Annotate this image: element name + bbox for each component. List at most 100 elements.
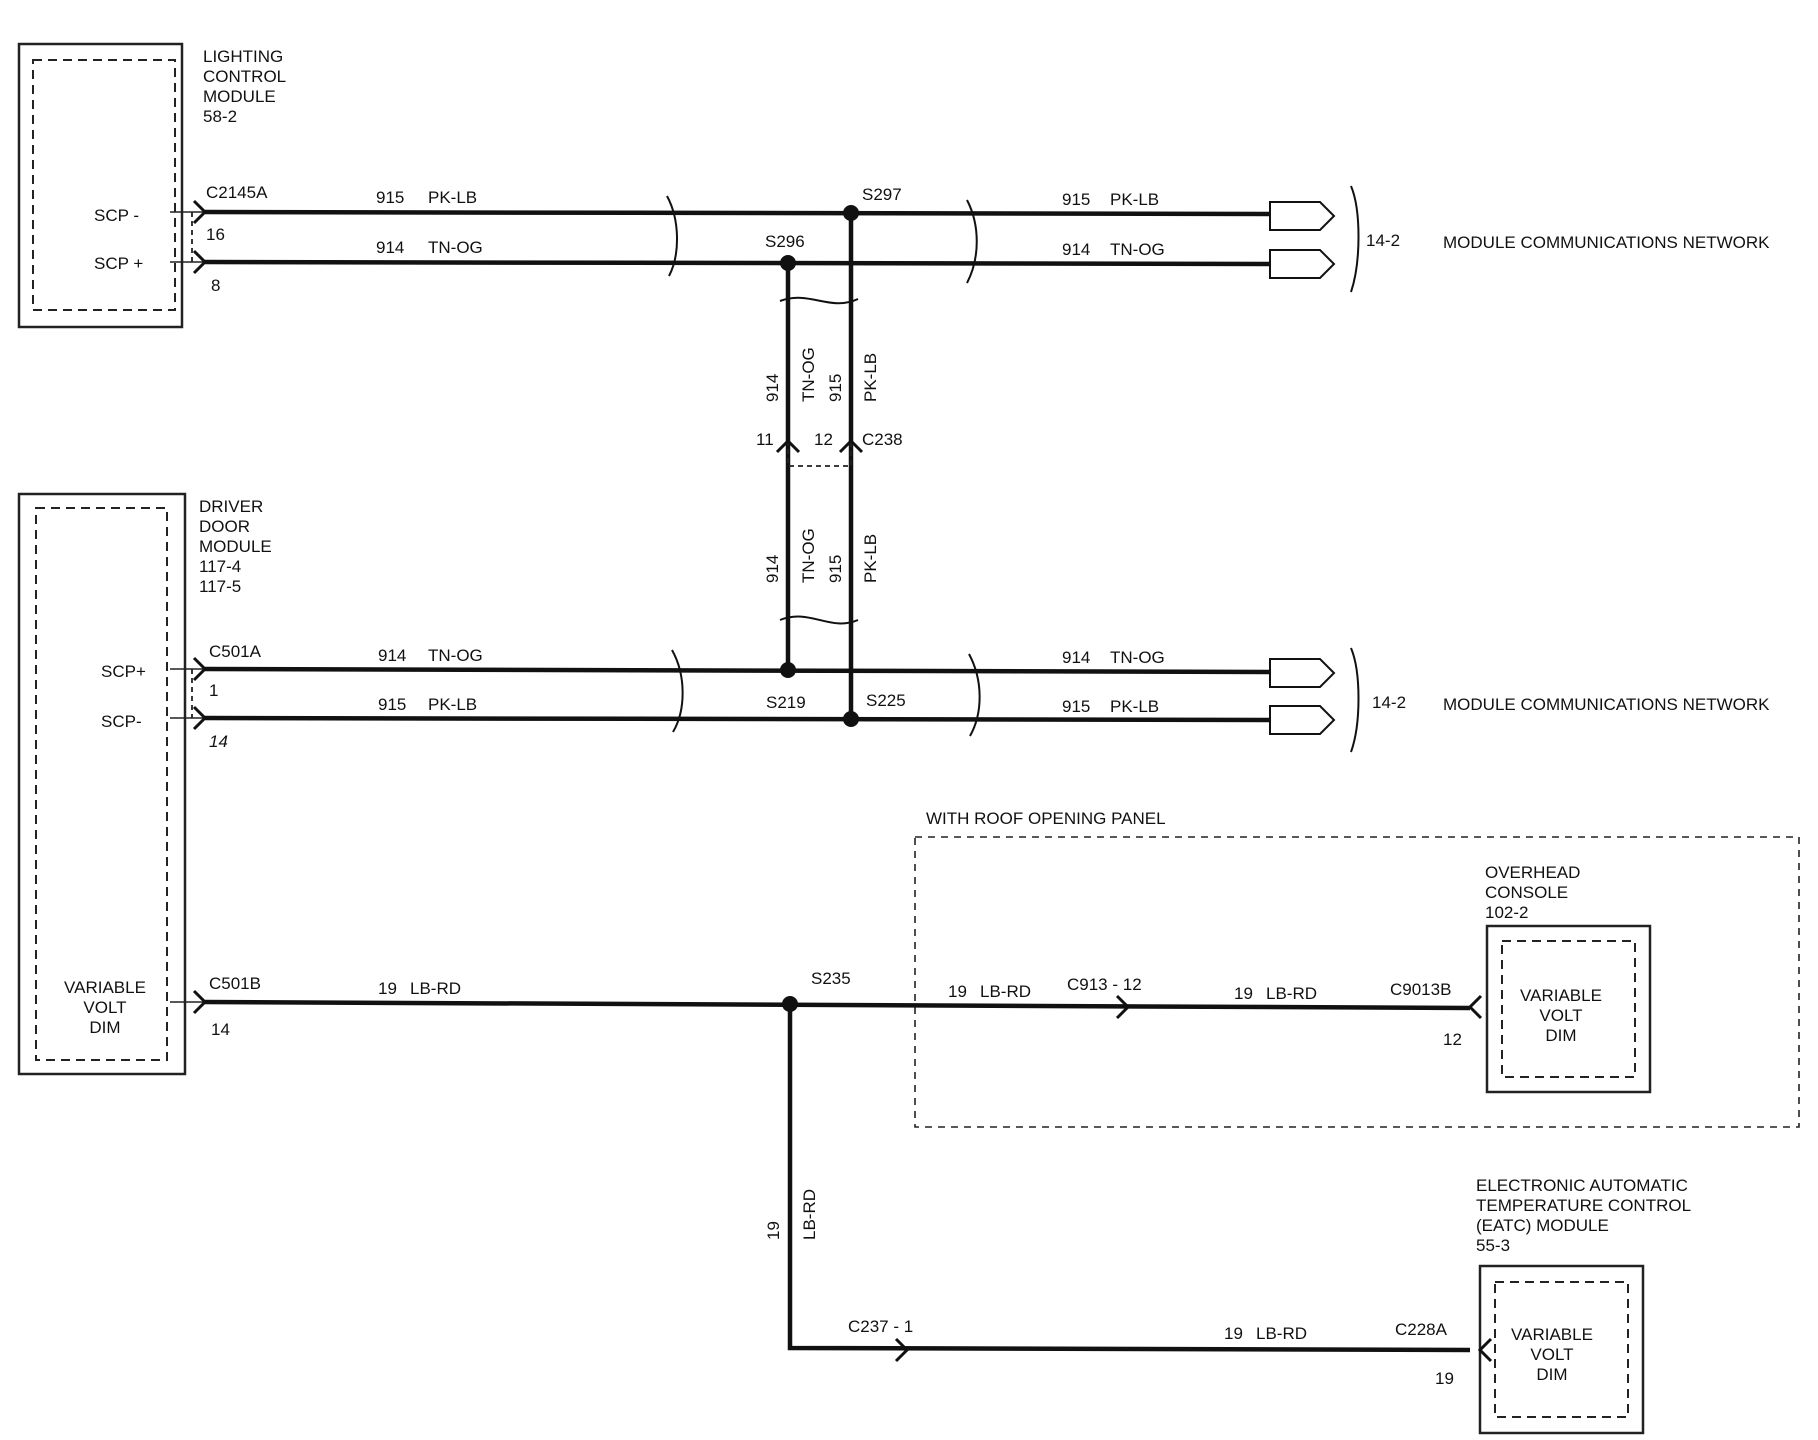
lcm-pin-scp-plus: SCP + [94, 254, 143, 273]
twist-bottom-right [968, 653, 981, 737]
label-wire-19-color-c: LB-RD [1266, 984, 1317, 1003]
label-s225: S225 [866, 691, 906, 710]
bracket-bottom [1350, 647, 1360, 753]
splice-s225 [843, 711, 859, 727]
label-wire-19-num-a: 19 [378, 979, 397, 998]
ohc-name-1: OVERHEAD [1485, 863, 1580, 882]
splice-s235 [782, 996, 798, 1012]
label-vwire-914-color-b: TN-OG [799, 528, 818, 583]
splice-s297 [843, 205, 859, 221]
label-wire-19-color-a: LB-RD [410, 979, 461, 998]
wire-915-bottom [204, 715, 1271, 723]
chevron-c501a-1 [192, 656, 208, 682]
splice-s296 [780, 255, 796, 271]
bus-connector-4 [1269, 705, 1336, 735]
label-wire-19-num-d: 19 [1224, 1324, 1243, 1343]
roof-panel-label: WITH ROOF OPENING PANEL [926, 809, 1166, 828]
twist-top-right [966, 199, 978, 284]
chevron-c228a [1477, 1337, 1493, 1363]
chevron-c501b-14 [192, 989, 208, 1015]
lcm-ref: 58-2 [203, 107, 237, 126]
label-vwire-914-color-a: TN-OG [799, 347, 818, 402]
lcm-name-3: MODULE [203, 87, 276, 106]
label-vwire-915-num-b: 915 [826, 555, 845, 583]
label-s219: S219 [766, 693, 806, 712]
label-c238-pin12: 12 [814, 430, 833, 449]
chevron-c2145a-16 [192, 199, 208, 225]
bracket-top [1350, 185, 1360, 293]
wire-914-top [204, 259, 1271, 267]
label-s296: S296 [765, 232, 805, 251]
ddm-name-1: DRIVER [199, 497, 263, 516]
label-wire-915-color-c: PK-LB [428, 695, 477, 714]
label-c2145a-pin8: 8 [211, 276, 220, 295]
twist-vert-top [779, 296, 859, 305]
ddm-vvd-2: VOLT [83, 998, 126, 1017]
eatc-name-1: ELECTRONIC AUTOMATIC [1476, 1176, 1688, 1195]
twist-bottom-left [671, 649, 684, 733]
chevron-c501a-14 [192, 705, 208, 731]
label-network-bottom: MODULE COMMUNICATIONS NETWORK [1443, 695, 1770, 714]
label-vwire-914-num-b: 914 [763, 555, 782, 583]
label-c238: C238 [862, 430, 903, 449]
chevron-c9013b [1467, 994, 1483, 1020]
label-wire-914-color-d: TN-OG [1110, 648, 1165, 667]
label-vwire-914-num-a: 914 [763, 374, 782, 402]
network-connectors [1269, 185, 1360, 753]
wire-19-overhead [204, 999, 1471, 1011]
label-wire-914-num-a: 914 [376, 238, 404, 257]
eatc-name-2: TEMPERATURE CONTROL [1476, 1196, 1691, 1215]
eatc-vvd-3: DIM [1536, 1365, 1567, 1384]
ohc-vvd-1: VARIABLE [1520, 986, 1602, 1005]
label-vwire-915-color-b: PK-LB [861, 534, 880, 583]
label-c238-pin11: 11 [756, 430, 774, 449]
label-c501b: C501B [209, 974, 261, 993]
label-c9013b: C9013B [1390, 980, 1451, 999]
label-wire-19-color-b: LB-RD [980, 982, 1031, 1001]
chevron-c913 [1115, 994, 1131, 1020]
chevron-c238-12 [838, 438, 864, 454]
ddm-name-3: MODULE [199, 537, 272, 556]
wire-runs [204, 209, 1471, 1353]
chevron-c2145a-8 [192, 249, 208, 275]
roof-opening-panel-region: WITH ROOF OPENING PANEL [914, 809, 1800, 1128]
bus-connector-3 [1269, 658, 1336, 688]
label-wire-915-color-a: PK-LB [428, 188, 477, 207]
ohc-vvd-3: DIM [1545, 1026, 1576, 1045]
label-c913: C913 - 12 [1067, 975, 1142, 994]
label-wire-914-num-b: 914 [1062, 240, 1090, 259]
label-c2145a-pin16: 16 [206, 225, 225, 244]
label-vwire-915-num-a: 915 [826, 374, 845, 402]
ddm-pin-scp-minus: SCP- [101, 712, 142, 731]
label-wire-19-num-c: 19 [1234, 984, 1253, 1003]
ddm-vvd-3: DIM [89, 1018, 120, 1037]
label-c9013b-pin: 12 [1443, 1030, 1462, 1049]
label-network-ref-bottom: 14-2 [1372, 693, 1406, 712]
label-wire-914-num-c: 914 [378, 646, 406, 665]
chevron-c237 [894, 1337, 910, 1363]
splice-dots [780, 205, 859, 1012]
ohc-vvd-2: VOLT [1539, 1006, 1582, 1025]
label-wire-915-color-b: PK-LB [1110, 190, 1159, 209]
wire-914-bottom [204, 666, 1271, 675]
label-wire-915-color-d: PK-LB [1110, 697, 1159, 716]
bus-connector-1 [1269, 201, 1336, 231]
ddm-ref-2: 117-5 [199, 577, 241, 596]
twisted-pair-markers [666, 195, 981, 737]
eatc-name-3: (EATC) MODULE [1476, 1216, 1609, 1235]
lcm-name-1: LIGHTING [203, 47, 283, 66]
label-c228a-pin: 19 [1435, 1369, 1454, 1388]
lcm-name-2: CONTROL [203, 67, 286, 86]
eatc-vvd-2: VOLT [1530, 1345, 1573, 1364]
eatc-ref: 55-3 [1476, 1236, 1510, 1255]
label-c501a: C501A [209, 642, 262, 661]
chevron-c238-11 [775, 438, 801, 454]
label-vwire-19-num: 19 [764, 1221, 783, 1240]
label-wire-915-num-d: 915 [1062, 697, 1090, 716]
label-c501b-pin14: 14 [211, 1020, 230, 1039]
label-c237: C237 - 1 [848, 1317, 913, 1336]
lcm-pin-scp-minus: SCP - [94, 206, 139, 225]
bus-connector-2 [1269, 249, 1336, 279]
label-vwire-19-color: LB-RD [800, 1189, 819, 1240]
